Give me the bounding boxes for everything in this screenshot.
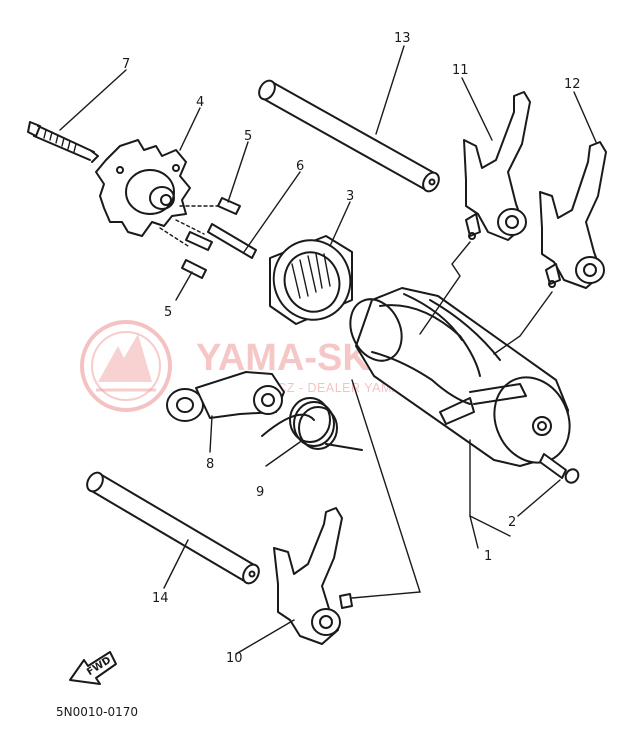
callouts: 1 2 3 4 5 5 6 7 8 9 10 11 12 13 14 [122, 31, 581, 666]
part-7-bolt [27, 121, 99, 163]
part-8-stopper-lever [166, 371, 285, 422]
callout-5-upper: 5 [244, 129, 252, 144]
part-10-shift-fork [273, 507, 353, 645]
callout-5-lower: 5 [164, 305, 172, 320]
part-5-pins [181, 197, 241, 279]
callout-2: 2 [508, 515, 516, 530]
callout-3: 3 [346, 189, 354, 204]
callout-10: 10 [226, 651, 243, 666]
leader-lines [59, 45, 597, 655]
callout-4: 4 [196, 95, 204, 110]
callout-6: 6 [296, 159, 304, 174]
part-1-shift-drum [349, 287, 571, 467]
watermark-logo [80, 320, 172, 412]
part-13-guide-bar [258, 79, 440, 193]
alignment-lines [159, 205, 219, 247]
part-9-spring [261, 397, 363, 451]
part-14-guide-bar [86, 471, 260, 585]
callout-12: 12 [564, 77, 581, 92]
part-6-pin [207, 223, 257, 259]
fwd-arrow-icon: FWD [69, 651, 117, 685]
part-3-bearing [269, 235, 353, 325]
part-2-pin [539, 453, 580, 484]
callout-11: 11 [452, 63, 469, 78]
callout-1: 1 [484, 549, 492, 564]
callout-8: 8 [206, 457, 214, 472]
part-4-segment [95, 139, 191, 237]
part-12-shift-fork [539, 141, 607, 289]
part-11-shift-fork [463, 91, 531, 241]
callout-13: 13 [394, 31, 411, 46]
callout-14: 14 [152, 591, 169, 606]
callout-9: 9 [256, 485, 264, 500]
catalog-code: 5N0010-0170 [56, 705, 138, 719]
callout-7: 7 [122, 57, 130, 72]
